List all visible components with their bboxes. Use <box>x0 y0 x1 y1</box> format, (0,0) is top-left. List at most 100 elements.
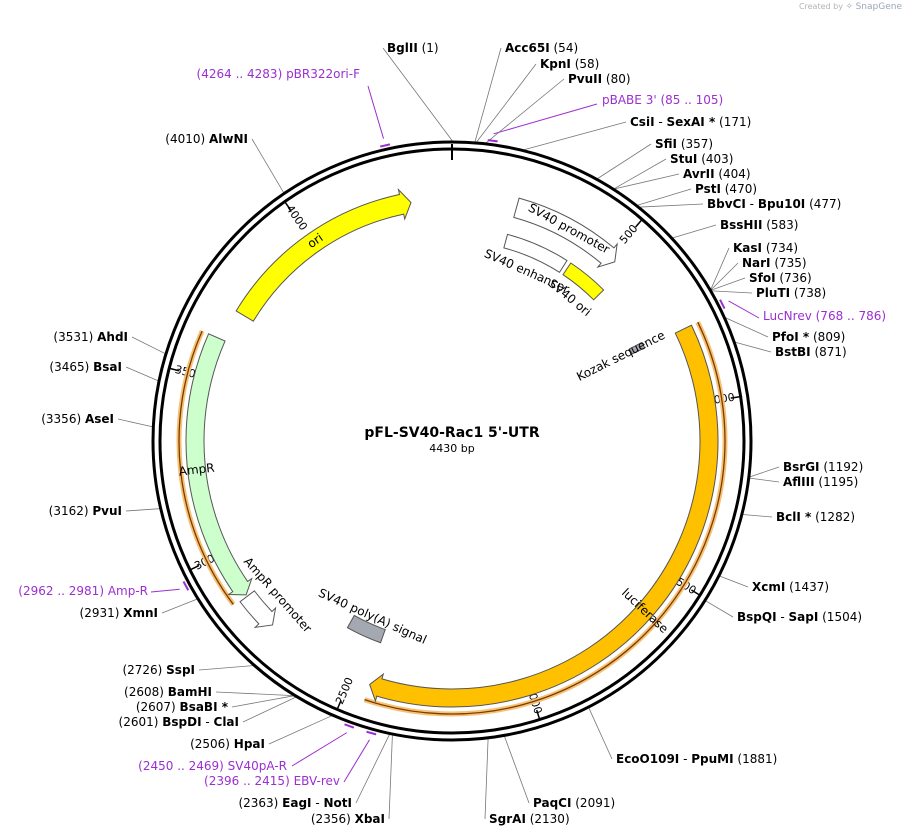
orf-arcs <box>176 321 728 717</box>
bspdi-label: (2601) BspDI - ClaI <box>119 715 239 729</box>
asei-name: AseI <box>85 412 114 426</box>
acc65i-position: (54) <box>550 41 578 55</box>
pbabe3-label: pBABE 3' (85 .. 105) <box>602 93 723 107</box>
nari-name: NarI <box>742 256 771 270</box>
sgrai-label: SgrAI (2130) <box>489 812 570 826</box>
eco0109i-sep: - <box>679 752 691 766</box>
bstbi-leader <box>735 341 772 353</box>
sfoi-label: SfoI (736) <box>749 271 812 285</box>
pbabe3-leader <box>493 103 598 135</box>
bcli-label: BclI * (1282) <box>776 510 855 524</box>
ampr-label: AmpR <box>178 461 215 479</box>
snapgene-logo-icon: ✧ <box>845 2 854 12</box>
kpni-name: KpnI <box>540 57 571 71</box>
bsshii-position: (583) <box>762 218 798 232</box>
nari-position: (735) <box>771 256 807 270</box>
credit-prefix: Created by <box>798 2 843 11</box>
bglii-leader <box>382 47 453 142</box>
csii-name2: SexAI * <box>667 115 716 129</box>
xbai-label: (2356) XbaI <box>311 812 385 826</box>
tick-4000 <box>284 201 292 211</box>
ampr-arrow <box>185 333 253 596</box>
pluti-label: PluTI (738) <box>756 286 826 300</box>
bcli-name: BclI * <box>776 510 812 524</box>
xcmi-name: XcmI <box>752 580 785 594</box>
eco0109i-name: EcoO109I <box>616 752 679 766</box>
bamhi-name: BamHI <box>168 685 212 699</box>
pfoi-position: (809) <box>809 330 845 344</box>
bsai-name: BsaI <box>93 360 122 374</box>
kpni-leader <box>476 63 537 143</box>
bsshii-name: BssHII <box>720 218 762 232</box>
stui-label: StuI (403) <box>670 152 733 166</box>
afliii-leader <box>749 477 780 483</box>
bspqi-sep: - <box>777 610 789 624</box>
bamhi-leader <box>215 691 294 696</box>
bsshii-leader <box>672 224 717 239</box>
avrii-label: AvrII (404) <box>683 167 751 181</box>
ahdi-leader <box>131 336 166 354</box>
eagi-label: (2363) EagI - NotI <box>238 796 352 810</box>
bglii-position: (1) <box>418 41 439 55</box>
csii-sep: - <box>655 115 667 129</box>
ampr-primer-range: (2962 .. 2981) <box>18 584 108 598</box>
backbone <box>151 140 753 742</box>
eco0109i-label: EcoO109I - PpuMI (1881) <box>616 752 777 766</box>
stui-position: (403) <box>697 152 733 166</box>
ebv-rev-leader <box>343 739 370 783</box>
paqci-leader <box>504 736 530 804</box>
sv40pa-r-mark <box>344 723 355 729</box>
bsrgi-leader <box>749 466 780 478</box>
plasmid-length: 4430 bp <box>429 442 474 455</box>
bspqi-name: BspQI <box>737 610 777 624</box>
psti-name: PstI <box>695 182 721 196</box>
ahdi-label: (3531) AhdI <box>53 330 128 344</box>
plasmid-name: pFL-SV40-Rac1 5'-UTR <box>364 425 539 441</box>
avrii-position: (404) <box>715 167 751 181</box>
pvuii-a-name: PvuII <box>568 72 602 86</box>
bsrgi-label: BsrGI (1192) <box>783 460 863 474</box>
bsrgi-name: BsrGI <box>783 460 820 474</box>
pbr322ori-f-label: (4264 .. 4283) pBR322ori-F <box>197 67 361 81</box>
stui-name: StuI <box>670 152 697 166</box>
primer-marks <box>182 139 726 736</box>
kasi-name: KasI <box>733 241 762 255</box>
psti-leader <box>637 188 692 206</box>
ebv-rev-mark <box>366 730 377 736</box>
leader-lines <box>117 47 780 820</box>
hpai-leader <box>268 715 332 745</box>
ahdi-name: AhdI <box>97 330 128 344</box>
asei-leader <box>117 418 153 428</box>
snapgene-credit: Created by ✧ SnapGene <box>799 2 902 12</box>
xmni-leader <box>161 598 198 614</box>
sgrai-position: (2130) <box>526 812 570 826</box>
pbr322ori-f-mark <box>379 143 391 148</box>
sfoi-name: SfoI <box>749 271 776 285</box>
eagi-sep: - <box>312 796 324 810</box>
alwni-leader <box>251 138 285 193</box>
lucnrev-leader <box>728 300 760 319</box>
csii-name: CsiI <box>630 115 655 129</box>
bbvci-label: BbvCI - Bpu10I (477) <box>707 197 841 211</box>
nari-leader <box>710 262 739 291</box>
bbvci-name2: Bpu10I <box>758 197 805 211</box>
acc65i-label: Acc65I (54) <box>505 41 578 55</box>
sfii-name: SfiI <box>655 137 677 151</box>
pbr322ori-f-name: pBR322ori-F <box>286 67 360 81</box>
csii-leader <box>523 121 627 151</box>
ampr-primer-mark <box>182 581 190 591</box>
orf-arc-halo-0 <box>363 321 728 717</box>
pvuii-a-position: (80) <box>602 72 630 86</box>
pbabe3-mark <box>487 139 498 143</box>
orf-arc-0 <box>364 321 726 715</box>
xmni-position: (2931) <box>80 606 124 620</box>
xmni-name: XmnI <box>123 606 158 620</box>
pbabe3-range: (85 .. 105) <box>660 93 723 107</box>
psti-label: PstI (470) <box>695 182 757 196</box>
eagi-position: (2363) <box>238 796 282 810</box>
sspi-leader <box>198 665 254 671</box>
paqci-name: PaqCI <box>533 796 571 810</box>
sv40pa-r-leader <box>291 732 348 767</box>
pbr322ori-f-range: (4264 .. 4283) <box>197 67 287 81</box>
